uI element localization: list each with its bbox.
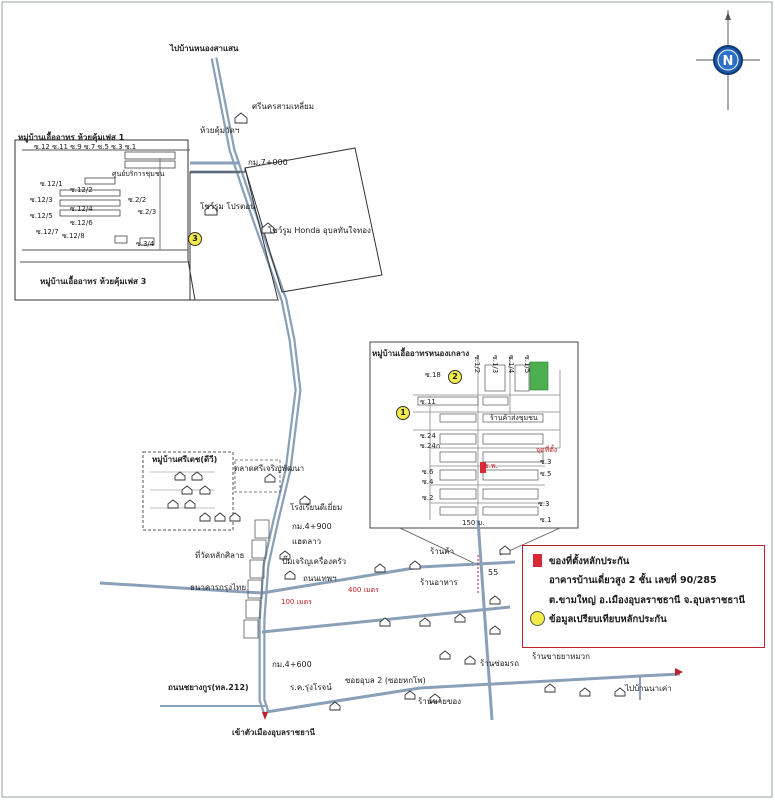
label-village-left: หมู่บ้านศรีเดช(ดีวี) xyxy=(152,455,218,464)
house-icons xyxy=(167,112,626,711)
housing-grid-center xyxy=(413,355,561,520)
label-road-bottom: ถนนชยางกูร(ทล.212) xyxy=(168,683,249,692)
legend-site-swatch xyxy=(533,554,542,567)
green-area xyxy=(529,361,549,391)
housing-block-nw xyxy=(14,139,196,301)
label-community-center: ศูนย์บริการชุมชน xyxy=(112,170,165,178)
label-soi-v3: ซ.1/4 xyxy=(507,355,515,374)
legend-line3: ต.ขามใหญ่ อ.เมืองอุบลราชธานี จ.อุบลราชธา… xyxy=(549,595,745,606)
label-soi-v2: ซ.1/3 xyxy=(491,355,499,374)
label-soi-2c: ซ.2 xyxy=(422,494,434,502)
label-km-4600: กม.4+600 xyxy=(272,660,312,669)
building-rows-nw xyxy=(59,151,176,246)
label-km-4900: กม.4+900 xyxy=(292,522,332,531)
label-soi-r6: ซ.12/6 xyxy=(70,219,93,227)
shop-row xyxy=(243,519,270,639)
label-market: ตลาดศรีเจริญพัฒนา xyxy=(234,464,305,473)
legend-title: ของที่ตั้งหลักประกัน xyxy=(549,556,630,567)
road-ew-1 xyxy=(99,560,516,595)
label-to-north: ไปบ้านหนองสาแสน xyxy=(170,44,239,53)
factory-block-1 xyxy=(189,167,279,301)
label-soi-3-4: ซ.3/4 xyxy=(136,240,155,248)
label-school: โรงเรียนดีเยี่ยม xyxy=(290,503,343,512)
label-shop-right2: ร้านอาหาร xyxy=(420,578,458,587)
label-soi-2-2: ซ.2/2 xyxy=(128,196,147,204)
comparison-marker-3: 3 xyxy=(188,232,202,246)
label-house-center: หมู่บ้านเอื้ออาทรหนองเกลาง xyxy=(372,349,470,358)
label-soi-6: ซ.6 xyxy=(422,468,434,476)
label-soi-3: ซ.3 xyxy=(540,458,552,466)
label-soi-r8: ซ.12/8 xyxy=(62,232,85,240)
main-road-center xyxy=(212,57,300,713)
label-soi-3b: ซ.3 xyxy=(538,500,550,508)
compass-letter: N xyxy=(723,54,734,69)
legend-line2: อาคารบ้านเดี่ยวสูง 2 ชั้น เลขที่ 90/285 xyxy=(549,575,717,586)
map-legend: ของที่ตั้งหลักประกัน อาคารบ้านเดี่ยวสูง … xyxy=(522,545,765,648)
label-soi-24a: ซ.24ก xyxy=(420,442,441,450)
label-soi-v4: ซ.1/5 xyxy=(523,355,531,374)
label-house-estate1: หมู่บ้านเอื้ออาทร ห้วยคุ้มเฟส 1 xyxy=(18,133,125,142)
housing-block-center xyxy=(369,341,579,529)
label-north-junction: ศรีนครสามเหลี่ยม xyxy=(252,102,315,111)
label-shop-small: ร.ค.รุ่งโรจน์ xyxy=(290,683,332,692)
label-factory2: โชว์รูม Honda อุบลทันใจทอง xyxy=(268,226,371,235)
label-site-red: ซ.พ. xyxy=(484,462,498,470)
label-road-55: 55 xyxy=(488,568,499,577)
label-shop-far: ร้านขายยาหมวก xyxy=(532,652,590,661)
direction-arrows xyxy=(262,668,683,720)
label-dist-150: 150 ม. xyxy=(462,519,485,527)
label-gas-station: ปั๊มเจริญเครื่องครัว xyxy=(282,557,347,566)
label-soi-18: ซ.18 xyxy=(425,371,441,379)
label-shop-right1: ร้านค้า xyxy=(430,547,455,556)
road-ew-bottom xyxy=(265,672,681,714)
legend-line4: ข้อมูลเปรียบเทียบหลักประกัน xyxy=(549,614,667,625)
label-soi-1: ซ.1 xyxy=(540,516,552,524)
label-road-hoy: ถนนเทพฯ xyxy=(303,574,337,583)
label-soi-r1: ซ.12/1 xyxy=(40,180,63,188)
arrow-east xyxy=(675,668,683,676)
arrow-south xyxy=(262,712,268,720)
main-road xyxy=(210,57,302,714)
label-shop-coffee: ร้านขายของ xyxy=(418,697,462,706)
label-to-east: ไปบ้านนาเค่า xyxy=(625,684,672,693)
center-connector-road xyxy=(476,519,494,721)
label-road-soi2: ซอยอุบล 2 (ซอยหกโพ) xyxy=(345,676,426,685)
label-bank: ธนาคารกรุงไทย xyxy=(190,583,247,592)
comparison-marker-1: 1 xyxy=(396,406,410,420)
factory-block-2 xyxy=(244,147,383,293)
label-house-estate3: หมู่บ้านเอื้ออาทร ห้วยคุ้มเฟส 3 xyxy=(40,277,147,286)
north-compass-icon: N xyxy=(696,10,760,110)
label-site-target: จุดที่ตั้ง xyxy=(536,446,558,454)
label-soi-r2: ซ.12/2 xyxy=(70,186,93,194)
label-soi-r7: ซ.12/7 xyxy=(36,228,59,236)
label-soi-r5: ซ.12/5 xyxy=(30,212,53,220)
label-soi-4: ซ.4 xyxy=(422,478,434,486)
label-soi-11: ซ.11 xyxy=(420,398,436,406)
label-temple-nw: ห้วยคุ้มวัดฯ xyxy=(200,126,240,135)
housing-blocks-center xyxy=(417,364,544,516)
label-km-top: กม.7+000 xyxy=(248,158,288,167)
label-to-south: เข้าตัวเมืองอุบลราชธานี xyxy=(232,728,315,737)
label-soi-5: ซ.5 xyxy=(540,470,552,478)
label-shop-center: ร้านค้าส่งชุมชน xyxy=(490,414,538,422)
label-soi-v1: ซ.1/2 xyxy=(473,355,481,374)
label-shop-gas: แฮดลาว xyxy=(292,537,322,546)
label-factory1: โชว์รูม โปรตอน xyxy=(200,202,256,211)
label-dist-400: 400 เมตร xyxy=(348,586,379,594)
label-soi-2-3: ซ.2/3 xyxy=(138,208,157,216)
label-soi-r3: ซ.12/3 xyxy=(30,196,53,204)
collateral-site-marker xyxy=(480,462,486,473)
village-dashed xyxy=(142,451,234,531)
comparison-marker-2: 2 xyxy=(448,370,462,384)
label-temple-sw: ที่วัดหลักศิลาธ xyxy=(195,551,245,560)
label-soi-r4: ซ.12/4 xyxy=(70,205,93,213)
label-dist-100: 100 เมตร xyxy=(281,598,312,606)
label-soi-top: ซ.12 ซ.11 ซ.9 ซ.7 ซ.5 ซ.3 ซ.1 xyxy=(34,143,137,151)
label-shop-grocery: ร้านซ่อมรถ xyxy=(480,659,519,668)
legend-comparison-swatch xyxy=(530,611,545,626)
label-soi-24: ซ.24 xyxy=(420,432,436,440)
